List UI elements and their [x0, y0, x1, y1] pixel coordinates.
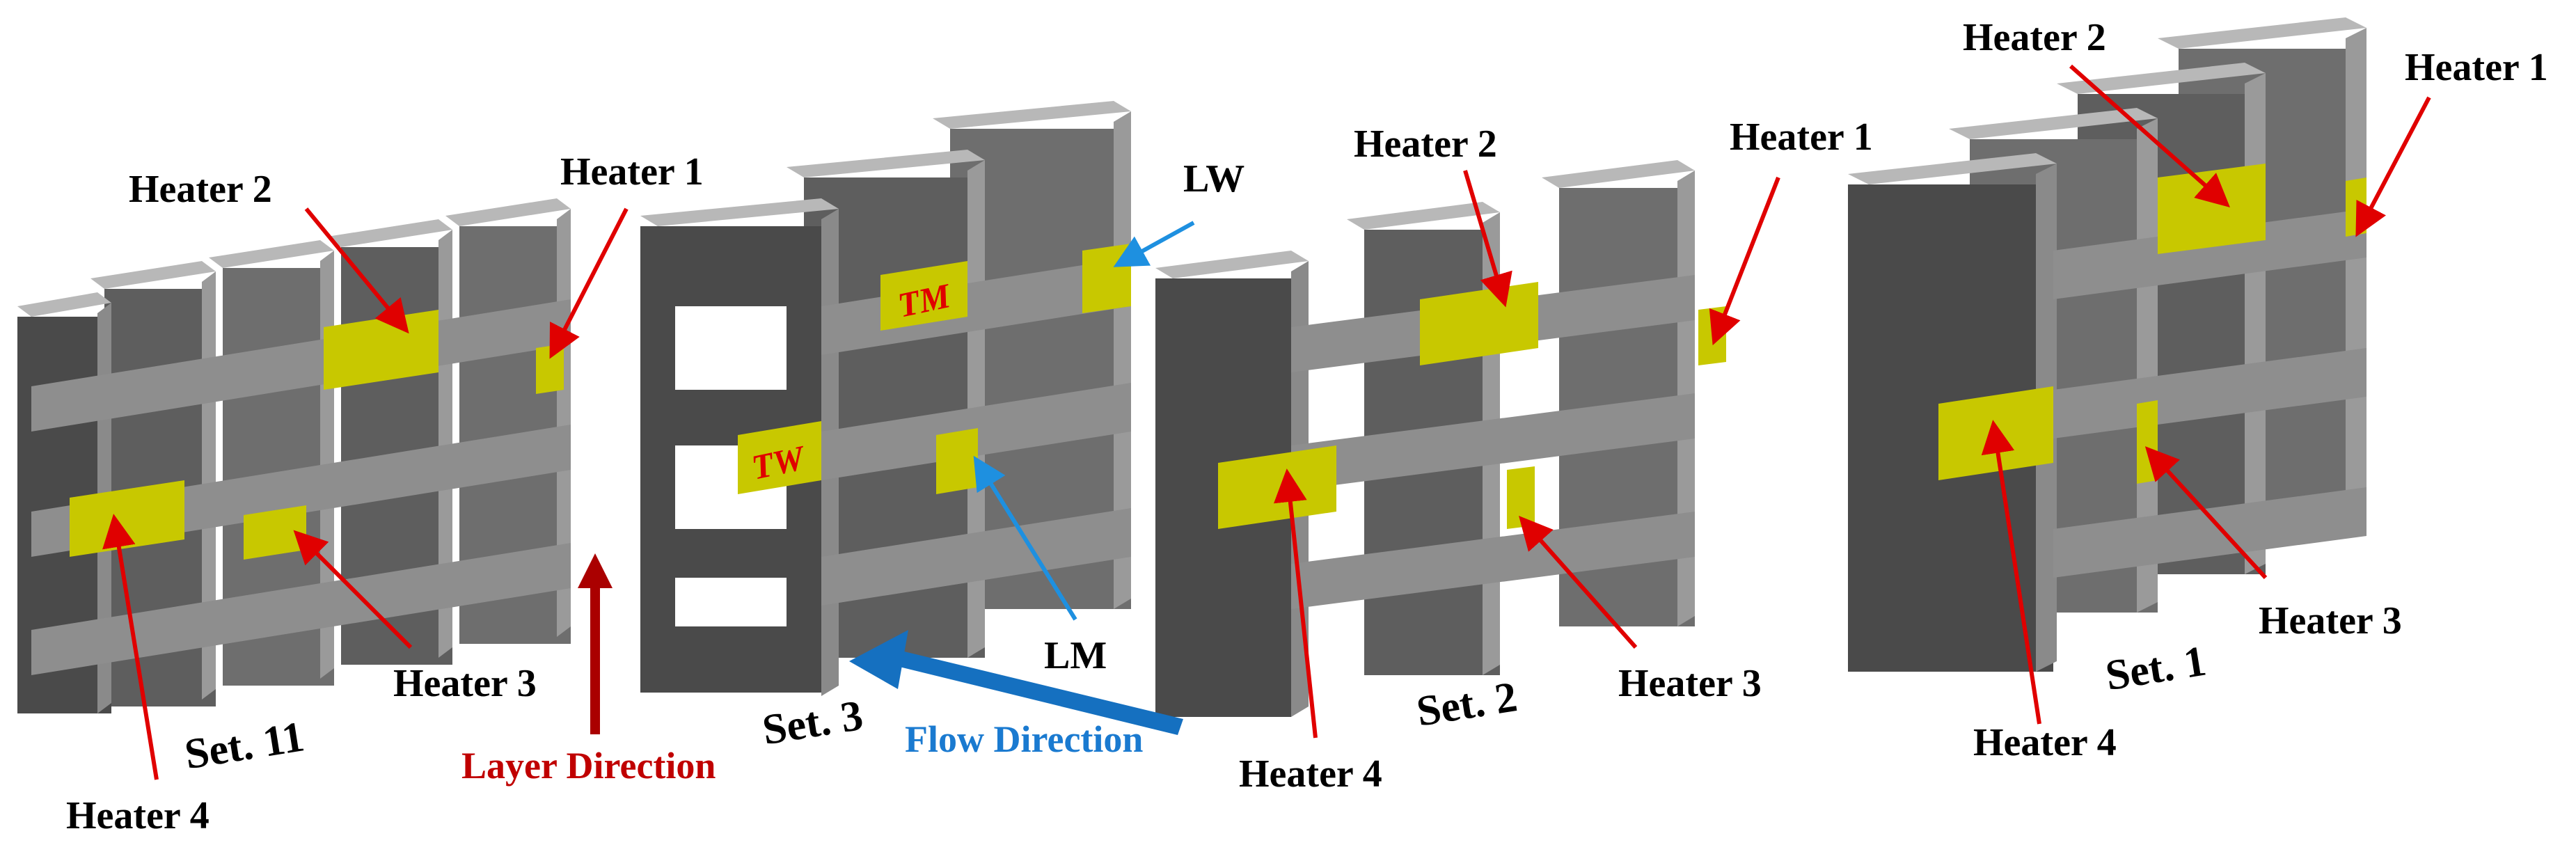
layer-direction-label: Layer Direction [461, 745, 716, 787]
set2-heater-4-label: Heater 4 [1239, 752, 1382, 796]
set3-lw-block [1082, 244, 1131, 313]
set2-assembly [1155, 160, 1726, 717]
set11-heater-3-block [244, 505, 306, 560]
set3-lw-arrow [1113, 221, 1195, 267]
set11-heater-2-label: Heater 2 [129, 168, 272, 211]
set3-assembly: TW TM [640, 101, 1131, 696]
flow-direction-arrow [849, 630, 1183, 735]
set2-heater-2-label: Heater 2 [1354, 123, 1497, 166]
set2-heater-3-label: Heater 3 [1618, 662, 1762, 705]
set2-heater-4-arrow [1273, 468, 1318, 739]
set2-heater-1-block [1698, 306, 1726, 365]
set3-lm-block [936, 428, 978, 494]
set1-heater-4-arrow [1981, 420, 2041, 725]
set1-heater-1-arrow [2355, 96, 2431, 237]
annotation-arrows [102, 64, 2431, 780]
set3-tm-block [880, 261, 967, 331]
set1-heater-1-block [2346, 177, 2366, 237]
set11-heater-1-arrow [549, 207, 629, 359]
labels: Heater 2 Heater 1 Heater 3 Heater 4 Set.… [66, 16, 2548, 837]
set11-label: Set. 11 [182, 713, 308, 778]
set1-heater-3-label: Heater 3 [2259, 599, 2402, 642]
set2-heater-2-arrow [1463, 170, 1512, 308]
set3-tw-block [738, 421, 821, 494]
set1-assembly [1848, 17, 2366, 672]
set3-lm-arrow [973, 455, 1077, 621]
set1-heater-4-label: Heater 4 [1973, 721, 2117, 764]
set11-heater-3-label: Heater 3 [393, 662, 537, 705]
set1-heater-1-label: Heater 1 [2405, 46, 2548, 89]
set11-assembly [17, 198, 571, 713]
set2-heater-3-arrow [1519, 516, 1638, 649]
set3-lw-label: LW [1183, 157, 1244, 200]
set11-heater-1-label: Heater 1 [560, 150, 704, 194]
set2-heater-3-block [1507, 466, 1535, 529]
set11-heater-2-block [324, 310, 438, 390]
set11-heater-4-label: Heater 4 [66, 794, 210, 837]
set2-heater-1-label: Heater 1 [1730, 116, 1873, 159]
set11-heater-3-arrow [293, 530, 413, 649]
set3-lm-label: LM [1044, 634, 1107, 677]
set1-label: Set. 1 [2103, 638, 2210, 700]
set3-label: Set. 3 [759, 692, 867, 755]
layer-direction-arrow [578, 553, 613, 734]
set1-crossbars [2053, 209, 2366, 578]
set2-heater-1-arrow [1709, 176, 1780, 346]
set11-heater-1-block [536, 344, 564, 394]
set1-heater-3-block [2137, 400, 2158, 484]
set1-heater-3-arrow [2144, 446, 2268, 580]
set1-heater-2-block [2158, 164, 2266, 254]
set1-heater-2-label: Heater 2 [1963, 16, 2106, 59]
flow-direction-label: Flow Direction [905, 718, 1143, 760]
set2-label: Set. 2 [1414, 673, 1521, 736]
set1-heater-2-arrow [2069, 64, 2230, 207]
set11-heater-4-arrow [102, 514, 159, 780]
set11-heater-2-arrow [304, 207, 409, 334]
